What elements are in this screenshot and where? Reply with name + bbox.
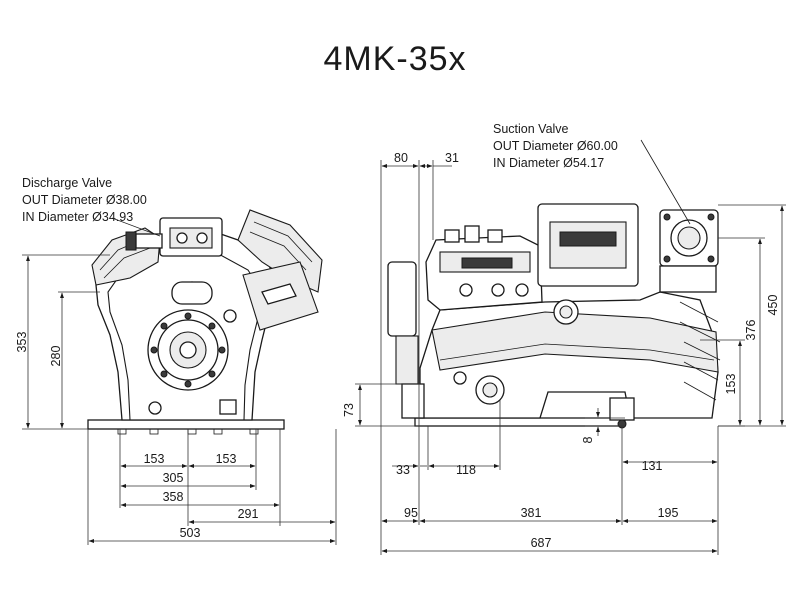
side-base-plate [414, 417, 626, 427]
dim-side-450: 450 [766, 295, 780, 316]
dim-side-73: 73 [342, 403, 356, 417]
side-motor-band [431, 311, 719, 373]
dim-side-381: 381 [521, 506, 542, 520]
dim-front-280: 280 [49, 346, 63, 367]
dim-front-153-right: 153 [216, 452, 237, 466]
dim-side-80: 80 [394, 151, 408, 165]
dim-side-118: 118 [456, 463, 476, 477]
dim-side-95: 95 [404, 506, 418, 520]
dim-side-8: 8 [581, 436, 595, 443]
suction-out-diameter: OUT Diameter Ø60.00 [493, 139, 618, 153]
dim-side-687: 687 [531, 536, 552, 550]
dim-side-376: 376 [744, 320, 758, 341]
side-motor-fins [679, 301, 721, 401]
side-nameplate [461, 257, 513, 269]
dim-front-358: 358 [163, 490, 184, 504]
discharge-out-diameter: OUT Diameter Ø38.00 [22, 193, 147, 207]
front-discharge-valve-pipe [125, 231, 137, 251]
side-cylinder-head [425, 235, 543, 311]
drawing-title: 4MK-35x [323, 40, 467, 78]
side-oil-pump [387, 261, 417, 337]
dim-side-33: 33 [396, 463, 410, 477]
suction-leader-line [640, 139, 691, 225]
front-dimensions: 353 280 153 153 305 358 291 503 [15, 254, 337, 545]
suction-valve-label: Suction Valve OUT Diameter Ø60.00 IN Dia… [493, 121, 618, 172]
discharge-leader-line [111, 217, 161, 237]
dim-side-31: 31 [445, 151, 459, 165]
discharge-valve-name: Discharge Valve [22, 176, 113, 190]
front-view [87, 209, 323, 435]
dim-front-353: 353 [15, 332, 29, 353]
side-dimensions: 80 31 73 8 153 376 450 [342, 151, 786, 555]
dim-front-305: 305 [163, 471, 184, 485]
dim-front-503: 503 [180, 526, 201, 540]
front-base-plate [87, 419, 285, 430]
dim-side-131: 131 [642, 459, 663, 473]
dim-front-291: 291 [238, 507, 259, 521]
discharge-valve-label: Discharge Valve OUT Diameter Ø38.00 IN D… [22, 175, 147, 226]
dim-side-195: 195 [658, 506, 679, 520]
dim-side-153: 153 [724, 374, 738, 395]
suction-valve-name: Suction Valve [493, 122, 569, 136]
front-base-bolts [117, 428, 259, 435]
side-view [387, 203, 721, 429]
dim-front-153-left: 153 [144, 452, 165, 466]
discharge-in-diameter: IN Diameter Ø34.93 [22, 210, 134, 224]
suction-in-diameter: IN Diameter Ø54.17 [493, 156, 605, 170]
